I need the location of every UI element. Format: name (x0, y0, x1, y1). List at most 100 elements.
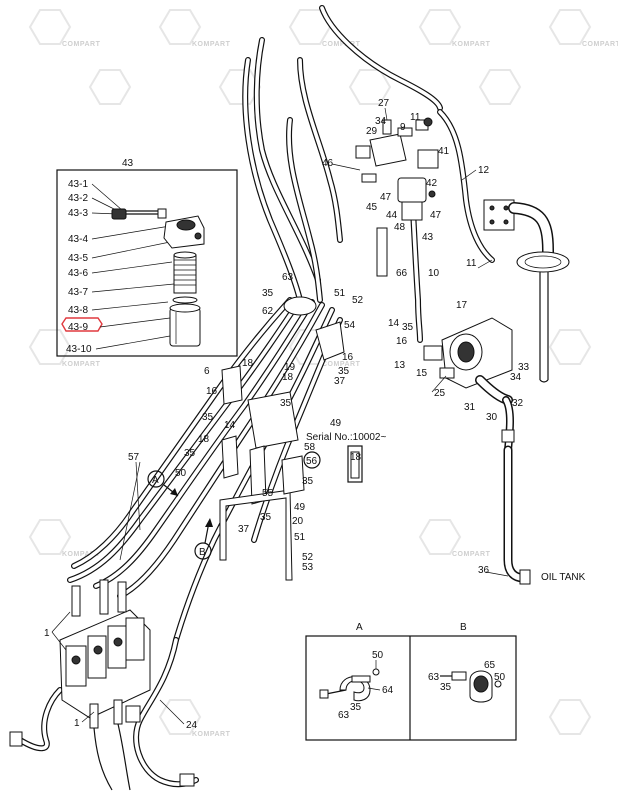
callout-34b: 34 (510, 372, 522, 383)
bracket-66 (376, 227, 388, 277)
watermark-text: COMPART (322, 361, 361, 368)
callout-53: 53 (302, 562, 314, 573)
callout-15: 15 (416, 368, 428, 379)
detail-b-title: B (460, 622, 467, 633)
callout-48: 48 (394, 222, 406, 233)
serial-note: Serial No.:10002~ (306, 432, 386, 443)
inset-43: 43 43-1 43-2 43-3 43-4 43-5 43-6 43-7 43… (56, 158, 238, 357)
callout-31: 31 (464, 402, 476, 413)
label-43-2: 43-2 (68, 193, 88, 204)
callout-56-ring (303, 451, 321, 469)
label-43-6: 43-6 (68, 268, 88, 279)
upper-hoses (242, 5, 495, 343)
callout-37: 37 (334, 376, 346, 387)
watermark-row-2 (88, 69, 522, 105)
callout-62: 62 (262, 306, 274, 317)
watermark-text: KOMPART (62, 361, 101, 368)
callout-16b: 16 (342, 352, 354, 363)
detail-b-clamp (440, 670, 502, 703)
inset-43-frame (56, 169, 238, 357)
callout-35c: 35 (338, 366, 350, 377)
callout-leaders (51, 107, 509, 725)
watermark-text: KOMPART (192, 731, 231, 738)
inset-43-labels: 43-1 43-2 43-3 43-4 43-5 43-6 43-7 43-8 … (66, 179, 92, 355)
return-line (9, 637, 199, 788)
label-a-35: 35 (350, 702, 362, 713)
callout-52b: 52 (302, 552, 314, 563)
highlight-marker-43-9 (61, 317, 103, 332)
callout-46: 46 (322, 158, 334, 169)
label-43-7: 43-7 (68, 287, 88, 298)
clamp-62 (283, 296, 317, 316)
callout-35g: 35 (302, 476, 314, 487)
callouts: 27 34 29 9 11 46 41 42 12 47 45 44 48 47… (44, 98, 530, 731)
callout-54: 54 (344, 320, 356, 331)
callout-24: 24 (186, 720, 198, 731)
tank-flange (516, 251, 570, 273)
label-43-10: 43-10 (66, 344, 92, 355)
callout-18: 18 (242, 358, 254, 369)
detail-b-labels: 63 35 65 50 (428, 660, 506, 693)
label-b-35: 35 (440, 682, 452, 693)
callout-11b: 11 (466, 258, 477, 269)
callout-33: 33 (518, 362, 530, 373)
callout-57: 57 (128, 452, 140, 463)
callout-35d: 35 (202, 412, 214, 423)
callout-18d: 18 (350, 452, 362, 463)
callout-27: 27 (378, 98, 390, 109)
callout-32: 32 (512, 398, 524, 409)
label-43-1: 43-1 (68, 179, 88, 190)
callout-35: 35 (262, 288, 274, 299)
label-b-50: 50 (494, 672, 506, 683)
callout-11: 11 (410, 112, 421, 123)
callout-47: 47 (380, 192, 392, 203)
callout-37b: 37 (238, 524, 250, 535)
detail-a-title: A (356, 622, 363, 633)
oil-tank-label: OIL TANK (541, 572, 586, 583)
label-b-65: 65 (484, 660, 496, 671)
callout-6: 6 (204, 366, 210, 377)
label-43-5: 43-5 (68, 253, 88, 264)
frame-brackets (219, 321, 345, 581)
callout-55: 55 (262, 488, 274, 499)
watermark-text: COMPART (582, 41, 618, 48)
watermark-text: COMPART (322, 41, 361, 48)
view-a-letter: A (152, 475, 159, 486)
view-b-letter: B (199, 547, 206, 558)
o-ring (172, 296, 198, 304)
detail-frame (305, 635, 517, 741)
watermark-text: COMPART (452, 551, 491, 558)
label-43-9: 43-9 (68, 322, 88, 333)
watermark-text: KOMPART (62, 551, 101, 558)
callout-35h: 35 (260, 512, 272, 523)
filter-element (173, 251, 197, 294)
callout-66: 66 (396, 268, 408, 279)
callout-56: 56 (306, 456, 318, 467)
label-43-3: 43-3 (68, 208, 88, 219)
callout-50: 50 (175, 468, 187, 479)
callout-49: 49 (330, 418, 342, 429)
hydraulic-pump (423, 317, 513, 389)
callout-30: 30 (486, 412, 498, 423)
callout-36: 36 (478, 565, 490, 576)
callout-18c: 18 (198, 434, 210, 445)
control-valve-bank (59, 579, 151, 791)
callout-25: 25 (434, 388, 446, 399)
view-marker-a: A (147, 470, 179, 497)
callout-52: 52 (352, 295, 364, 306)
return-filter (361, 149, 439, 221)
callout-14b: 14 (224, 420, 236, 431)
tank-port (483, 199, 570, 383)
callout-35b: 35 (402, 322, 414, 333)
watermark-text: COMPART (62, 41, 101, 48)
callout-9: 9 (400, 122, 406, 133)
callout-13: 13 (394, 360, 406, 371)
nut-part (111, 208, 127, 220)
label-a-50: 50 (372, 650, 384, 661)
callout-10: 10 (428, 268, 440, 279)
label-a-63: 63 (338, 710, 350, 721)
callout-49b: 49 (294, 502, 306, 513)
watermark-text: KOMPART (192, 41, 231, 48)
